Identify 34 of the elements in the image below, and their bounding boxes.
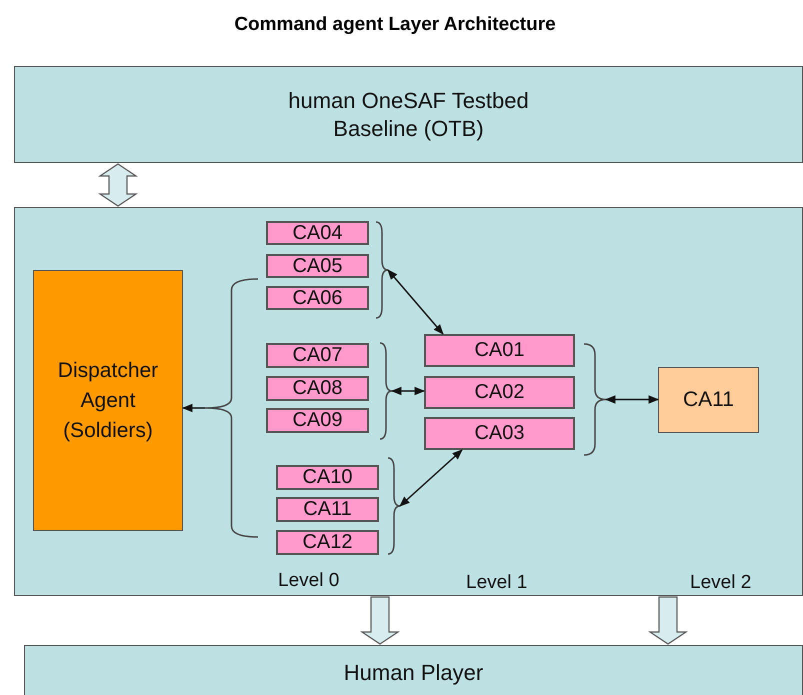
agent-box: CA09	[266, 408, 369, 433]
agent-box: CA04	[266, 221, 369, 245]
arrow	[604, 395, 660, 404]
level-label: Level 0	[278, 570, 340, 592]
agent-box: CA11	[276, 497, 379, 522]
agent-box: CA01	[424, 334, 575, 367]
arrow	[390, 386, 426, 396]
agent-box: CA12	[276, 530, 379, 555]
arrow	[182, 404, 205, 412]
agent-box: Dispatcher Agent (Soldiers)	[33, 270, 183, 531]
bracket	[205, 278, 258, 538]
interface-box: human OneSAF Testbed Baseline (OTB)	[14, 66, 803, 163]
block-arrow	[360, 596, 400, 645]
agent-box: CA05	[266, 254, 369, 278]
layer-panel	[14, 207, 803, 596]
agent-box: CA08	[266, 376, 369, 401]
block-arrow	[648, 596, 688, 645]
bracket	[584, 343, 606, 456]
agent-box: CA06	[266, 286, 369, 310]
block-arrow	[98, 163, 138, 207]
level-label: Level 2	[690, 572, 752, 594]
arrow	[399, 449, 463, 507]
agent-box: CA10	[276, 465, 379, 490]
arrow	[387, 269, 444, 335]
agent-box: CA11	[658, 367, 759, 433]
interface-box: Human Player	[24, 645, 803, 695]
bracket	[380, 342, 392, 440]
bracket	[376, 221, 388, 319]
bracket	[388, 457, 400, 555]
agent-box: CA07	[266, 343, 369, 368]
agent-box: CA03	[424, 417, 575, 450]
level-label: Level 1	[466, 572, 528, 594]
agent-box: CA02	[424, 376, 575, 409]
diagram-title: Command agent Layer Architecture	[233, 14, 557, 36]
